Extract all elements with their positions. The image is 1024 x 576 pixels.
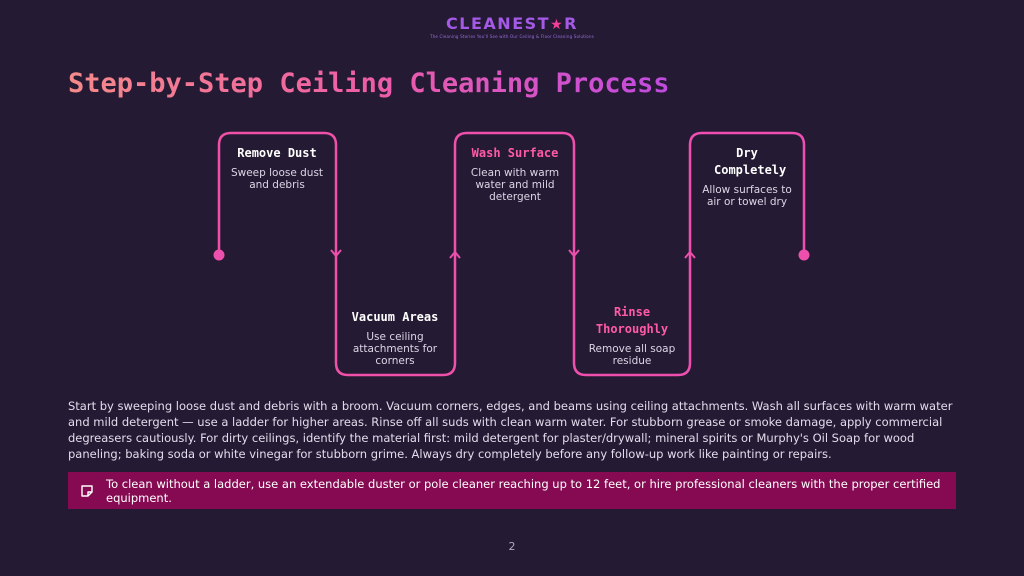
step-title: Dry Completely [714, 146, 787, 177]
step-description: Remove all soap residue [588, 343, 676, 367]
logo-suffix: R [564, 14, 578, 33]
step-description: Allow surfaces to air or towel dry [702, 184, 792, 208]
logo-tagline: The Cleaning Stories You'll See with Our… [430, 34, 594, 39]
step-title: Wash Surface [471, 146, 559, 160]
step-title: Remove Dust [237, 146, 317, 160]
step-dry-completely: Dry Completely Allow surfaces to air or … [694, 145, 800, 208]
step-description: Sweep loose dust and debris [230, 167, 324, 191]
page-title: Step-by-Step Ceiling Cleaning Process [68, 68, 670, 99]
flow-end-dot [798, 249, 810, 261]
tip-text: To clean without a ladder, use an extend… [106, 476, 941, 505]
flow-start-dot [213, 249, 225, 261]
chevron-up-icon [449, 250, 461, 259]
step-description: Use ceiling attachments for corners [352, 331, 438, 367]
step-description: Clean with warm water and mild detergent [470, 167, 560, 203]
logo-text: CLEANEST [446, 14, 551, 33]
process-description: Start by sweeping loose dust and debris … [68, 399, 953, 461]
page-number: 2 [508, 540, 516, 553]
star-icon: ★ [550, 17, 565, 33]
chevron-down-icon [330, 249, 342, 258]
chevron-down-icon [568, 249, 580, 258]
tip-callout: To clean without a ladder, use an extend… [68, 472, 956, 509]
note-icon [81, 484, 93, 497]
step-wash-surface: Wash Surface Clean with warm water and m… [462, 145, 568, 203]
chevron-up-icon [684, 250, 696, 259]
step-rinse-thoroughly: Rinse Thoroughly Remove all soap residue [579, 304, 685, 367]
brand-logo: CLEANEST★R The Cleaning Stories You'll S… [0, 14, 1024, 39]
step-title: Rinse Thoroughly [595, 305, 669, 336]
step-remove-dust: Remove Dust Sweep loose dust and debris [224, 145, 330, 191]
logo-wordmark: CLEANEST★R [0, 14, 1024, 33]
flow-path [217, 131, 806, 377]
step-title: Vacuum Areas [351, 310, 439, 324]
step-vacuum-areas: Vacuum Areas Use ceiling attachments for… [342, 309, 448, 367]
